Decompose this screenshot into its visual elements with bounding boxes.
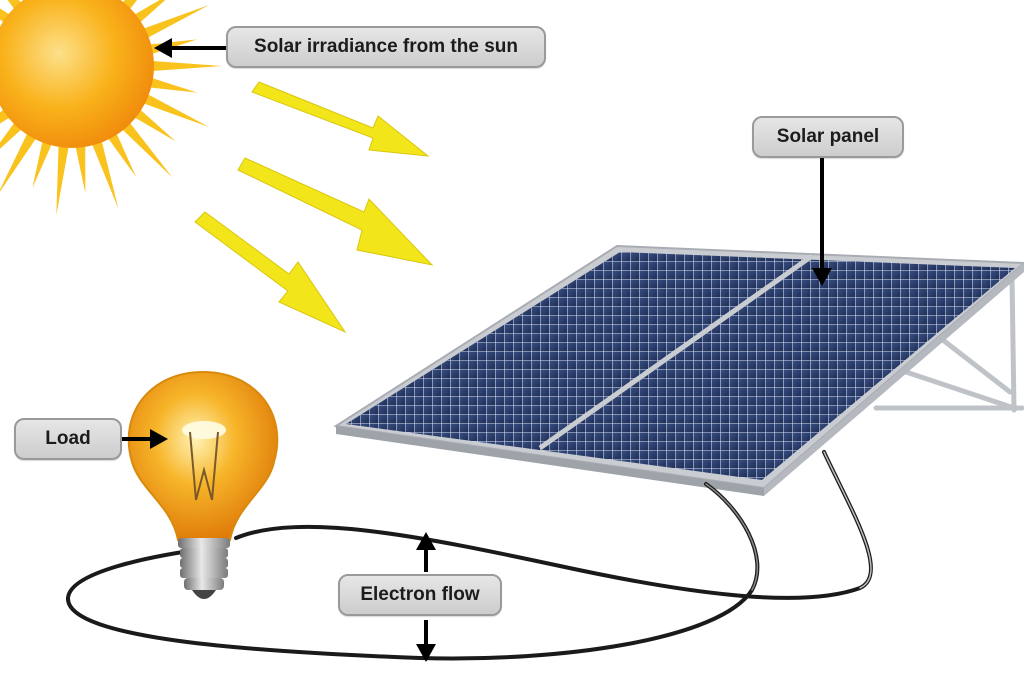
sun-pointer-arrow <box>154 38 226 58</box>
callout-arrows <box>122 38 832 662</box>
sun-ray <box>145 60 222 72</box>
sun-ray <box>56 138 70 216</box>
light-bulb-icon <box>127 370 279 599</box>
load-pointer-arrow <box>122 429 168 449</box>
sunlight-ray-arrow <box>237 157 434 266</box>
sun-label: Solar irradiance from the sun <box>226 26 546 68</box>
sun-label-text: Solar irradiance from the sun <box>254 36 518 57</box>
sun-ray <box>32 134 55 188</box>
electron-flow-down-arrow <box>416 620 436 662</box>
sun-ray <box>143 75 198 93</box>
electron-flow-label: Electron flow <box>338 574 502 616</box>
sun-ray <box>117 117 173 178</box>
electron-flow-label-text: Electron flow <box>360 584 480 605</box>
electron-flow-up-arrow <box>416 532 436 572</box>
sun-ray <box>128 104 176 142</box>
solar-panel-icon <box>333 244 1024 496</box>
sun-ray <box>137 4 210 42</box>
sun-ray <box>89 134 119 209</box>
load-label-text: Load <box>45 428 91 449</box>
sun-ray <box>74 138 86 194</box>
sunlight-ray-arrow <box>194 211 347 334</box>
solar-panel-label: Solar panel <box>752 116 904 158</box>
panel-pointer-arrow <box>812 158 832 286</box>
sunlight-ray-arrow <box>251 81 430 157</box>
sun-ray <box>0 127 40 192</box>
sunlight-ray-arrows <box>194 81 434 334</box>
sun-ray <box>104 127 136 177</box>
load-label: Load <box>14 418 122 460</box>
circuit-wires <box>65 450 873 661</box>
sun-icon <box>0 0 222 216</box>
solar-panel-label-text: Solar panel <box>776 126 880 147</box>
sun-ray <box>137 90 210 128</box>
